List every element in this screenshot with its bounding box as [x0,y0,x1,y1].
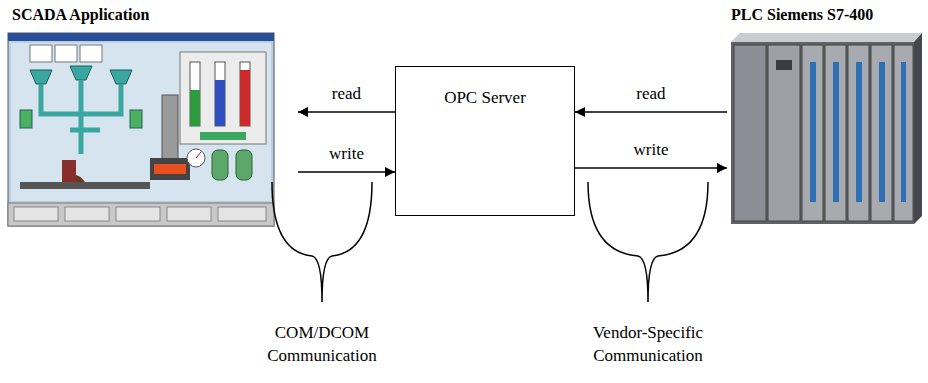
scada-screenshot [154,164,186,174]
edge-label: write [326,144,367,164]
scada-screenshot [110,70,132,84]
edge-label: write [631,140,672,160]
edge-label-anchor: read [329,84,364,104]
plc-photo [848,45,869,221]
plc-photo [833,62,839,202]
scada-screenshot [8,33,274,41]
scada-screenshot [240,70,250,126]
edge-label-anchor: write [631,140,672,160]
plc-photo [914,33,922,224]
scada-screenshot [65,207,109,221]
scada-screenshot [41,80,121,154]
edge-label-anchor: read [633,84,668,104]
arrow-connector [575,167,727,169]
plc-device: PLC Siemens S7-400 [727,0,928,226]
scada-screenshot [218,207,266,221]
plc-photo [901,62,906,202]
scada-screenshot [190,62,200,126]
scada-screen: SCADA Application [8,0,298,226]
scada-screenshot [180,52,266,144]
scada-screenshot [150,158,190,180]
scada-screenshot [215,80,225,126]
plc-photo [879,62,885,202]
plc-photo [768,45,800,221]
scada-screenshot [167,207,211,221]
scada-screenshot [8,33,274,226]
scada-screenshot [62,160,76,182]
plc-photo [810,62,816,202]
node-text: OPC Server [440,85,530,111]
plc-photo [734,45,766,221]
server-box: OPC Server [395,66,575,216]
scada-screenshot [116,207,160,221]
scada-screenshot [20,110,32,128]
scada-screenshot [196,152,201,158]
scada-screenshot [20,182,150,189]
protocol-label: COM/DCOM Communication [257,322,387,368]
plc-photo [856,62,862,202]
plc-photo [802,45,823,221]
label-anchor: COM/DCOM Communication [257,322,387,368]
node-text: PLC Siemens S7-400 [727,0,928,24]
plc-photo [731,33,922,42]
scada-screenshot [200,132,246,140]
plc-photo [731,42,914,224]
scada-screenshot [215,62,225,126]
plc-photo [894,45,913,221]
scada-screenshot [212,150,228,180]
label-anchor: Vendor-Specific Communication [578,322,718,368]
brace [272,182,372,302]
scada-screenshot [8,33,274,226]
plc-photo [825,45,846,221]
scada-screenshot [240,62,250,126]
scada-screenshot [55,45,77,62]
arrow-connector [298,171,395,173]
scada-screenshot [30,70,52,84]
edge-label: read [329,84,364,104]
scada-screenshot [187,149,205,167]
edge-label: read [633,84,668,104]
plc-photo [731,33,922,224]
plc-photo [776,60,792,70]
scada-screenshot [30,45,52,62]
scada-screenshot [130,110,142,128]
scada-screenshot [14,207,58,221]
brace [588,182,708,302]
plc-photo [871,45,892,221]
arrow-connector [575,111,727,113]
scada-screenshot [162,95,178,160]
scada-screenshot [80,45,102,62]
arrow-connector [298,111,395,113]
node-text: SCADA Application [8,0,298,24]
scada-screenshot [11,43,271,201]
scada-screenshot [190,90,200,126]
protocol-label: Vendor-Specific Communication [578,322,718,368]
scada-screenshot [70,66,92,80]
edge-label-anchor: write [326,144,367,164]
scada-screenshot [8,203,274,226]
scada-screenshot [236,150,252,180]
